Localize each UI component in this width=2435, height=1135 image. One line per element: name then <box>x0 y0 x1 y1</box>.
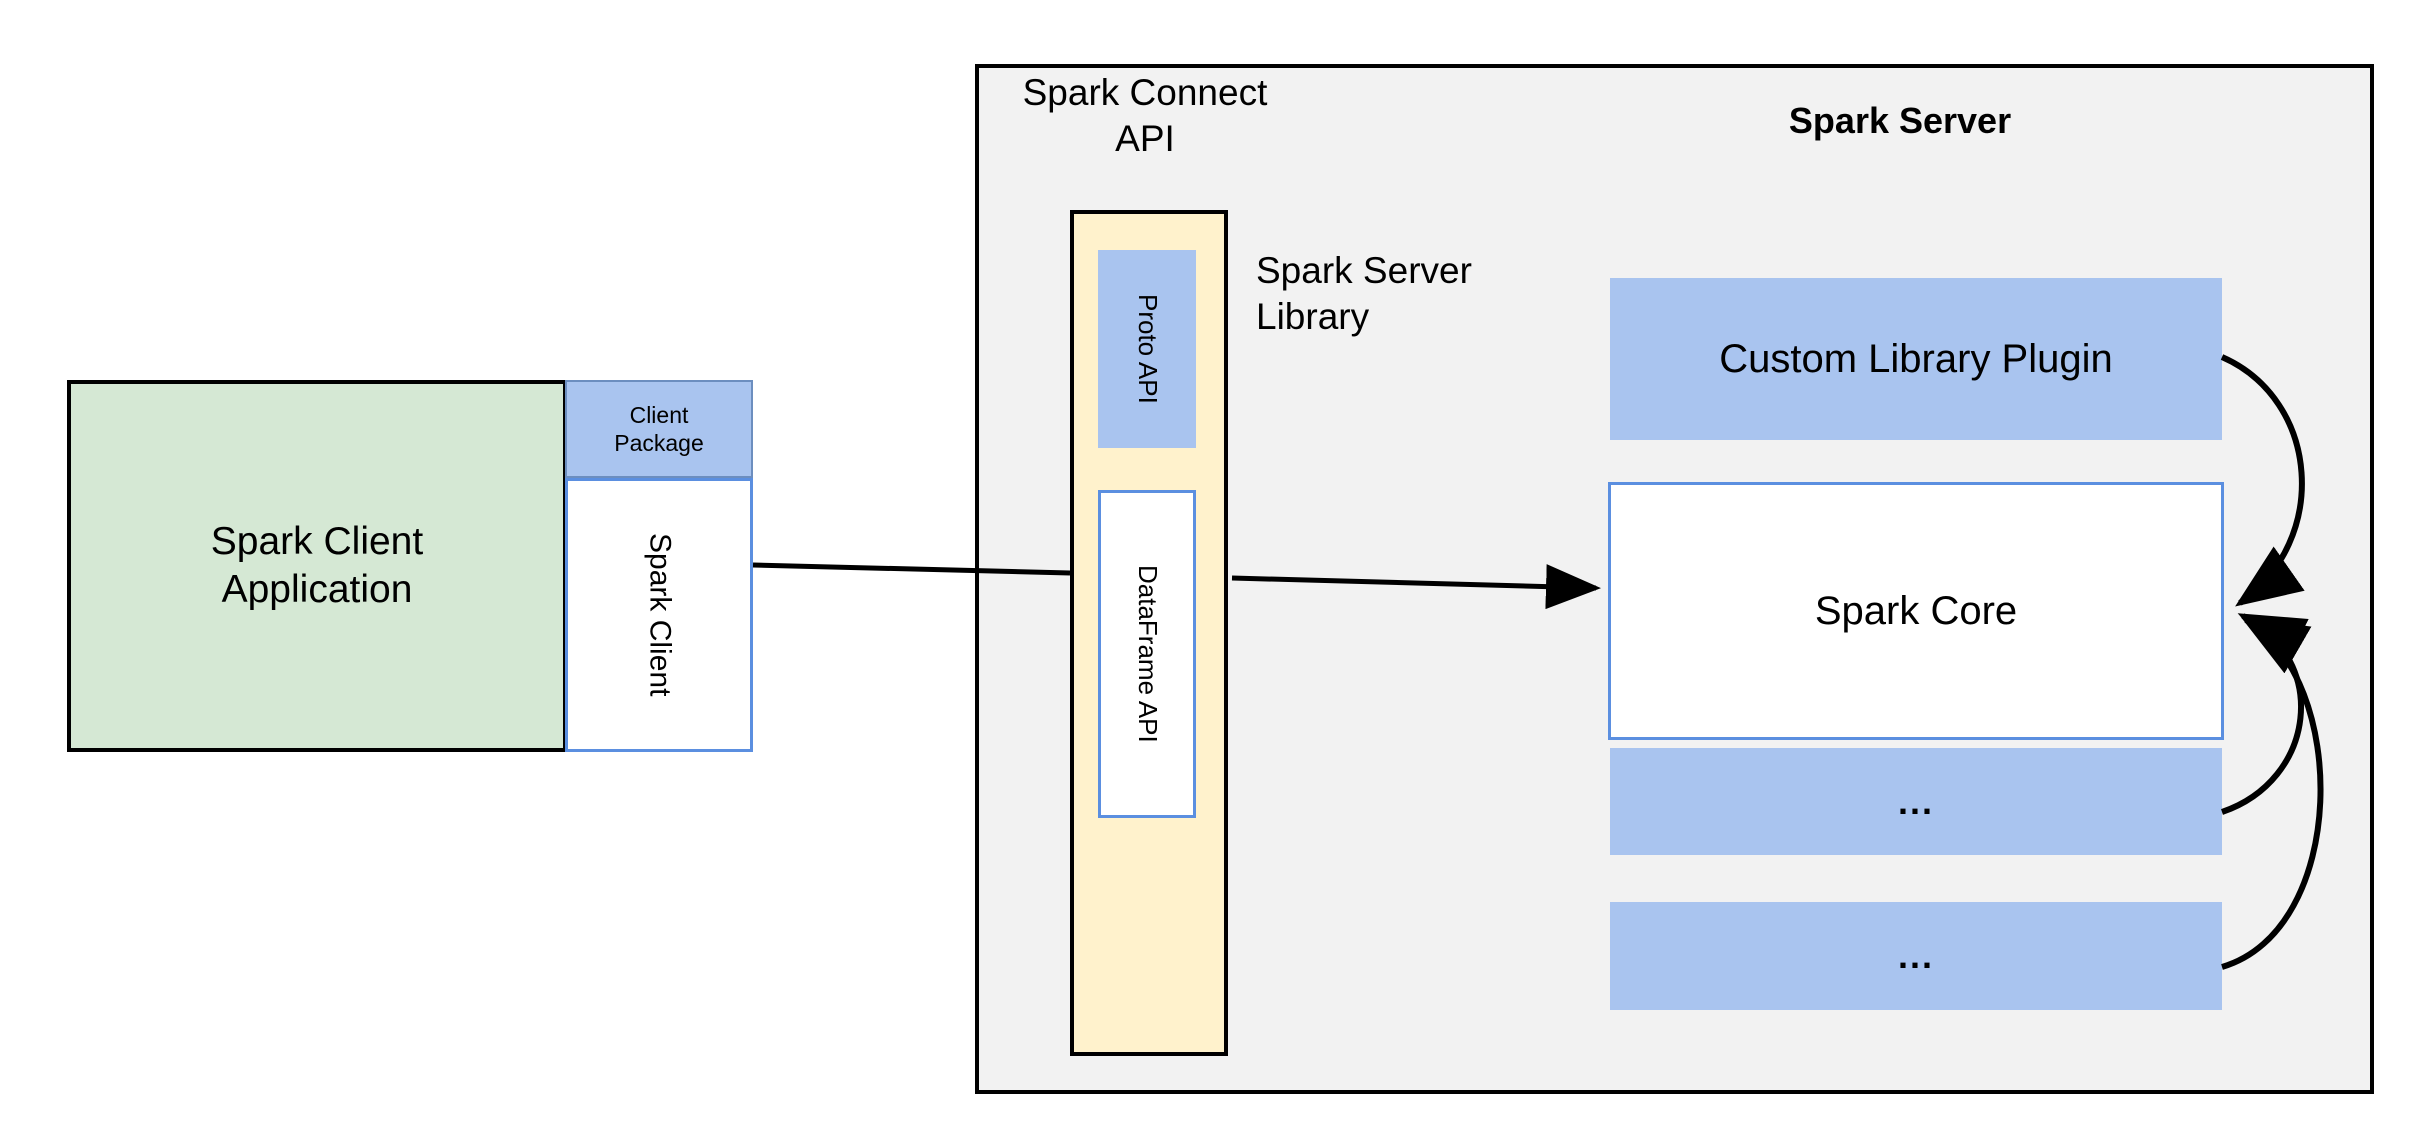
custom-library-plugin-label: Custom Library Plugin <box>1719 336 2113 381</box>
custom-library-plugin-box: Custom Library Plugin <box>1610 278 2222 440</box>
spark-core-label: Spark Core <box>1814 588 2018 633</box>
ellipsis-label-1: ... <box>1897 780 1934 822</box>
ellipsis-label-2: ... <box>1897 935 1934 977</box>
spark-client-application-box: Spark Client Application <box>67 380 567 752</box>
spark-connect-api-label: Spark Connect API <box>1022 72 1268 160</box>
spark-core-box: Spark Core <box>1608 482 2224 740</box>
spark-client-box: Spark Client <box>565 478 753 752</box>
proto-api-label: Proto API <box>1132 294 1163 404</box>
dataframe-api-box: DataFrame API <box>1098 490 1196 818</box>
proto-api-box: Proto API <box>1098 250 1196 448</box>
client-package-label: Client Package <box>614 401 704 456</box>
ellipsis-box-1: ... <box>1610 748 2222 855</box>
spark-client-application-label: Spark Client Application <box>210 520 424 611</box>
spark-client-label: Spark Client <box>643 533 677 697</box>
ellipsis-box-2: ... <box>1610 902 2222 1010</box>
spark-server-library-label: Spark Server Library <box>1256 250 1472 338</box>
dataframe-api-label: DataFrame API <box>1132 565 1163 743</box>
client-package-box: Client Package <box>565 380 753 478</box>
spark-server-title: Spark Server <box>1788 100 2012 141</box>
